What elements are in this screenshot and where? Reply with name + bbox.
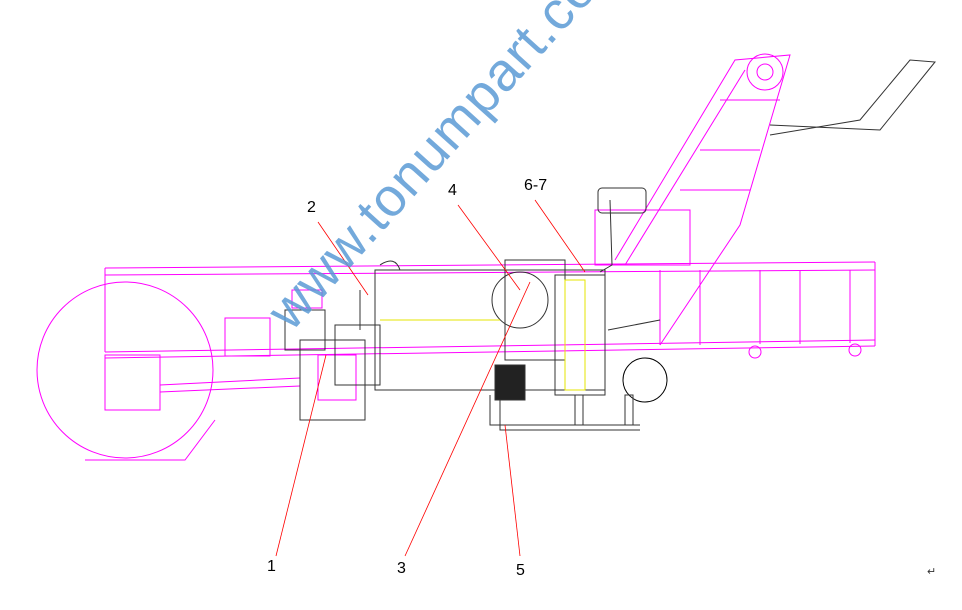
leader-lines bbox=[275, 199, 586, 557]
callout-2: 2 bbox=[307, 199, 316, 216]
leader-2 bbox=[317, 221, 369, 296]
callout-6-7: 6-7 bbox=[524, 177, 548, 194]
leader-4 bbox=[457, 204, 521, 291]
callout-5: 5 bbox=[516, 562, 525, 579]
return-mark: ↵ bbox=[927, 566, 937, 578]
chassis-frame bbox=[36, 53, 876, 461]
callout-3: 3 bbox=[397, 560, 406, 577]
yellow-highlights bbox=[380, 279, 586, 391]
leader-1 bbox=[275, 354, 327, 557]
callout-1: 1 bbox=[267, 558, 276, 575]
leader-3 bbox=[404, 281, 531, 557]
leader-5 bbox=[504, 424, 521, 557]
leader-6-7 bbox=[534, 199, 586, 273]
callout-4: 4 bbox=[448, 182, 457, 199]
